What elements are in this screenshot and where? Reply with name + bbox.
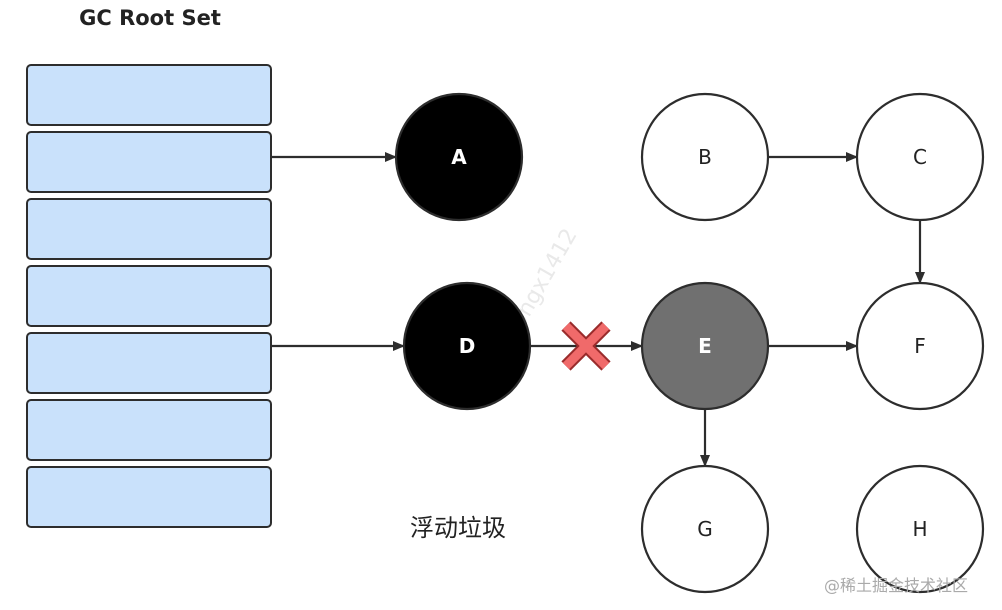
node-F-circle: [855, 281, 985, 411]
node-B-label: B: [698, 145, 712, 169]
root-cell-5: [26, 332, 272, 394]
node-G-label: G: [697, 517, 713, 541]
node-H-circle: [855, 464, 985, 594]
root-cell-3: [26, 198, 272, 260]
node-D-label: D: [459, 334, 476, 358]
root-cell-1: [26, 64, 272, 126]
node-B-circle: [640, 92, 770, 222]
node-G: G: [640, 464, 770, 594]
floating-garbage-caption: 浮动垃圾: [410, 514, 506, 542]
root-cell-6: [26, 399, 272, 461]
node-H-label: H: [912, 517, 927, 541]
nodes-layer: A B C D E F G H: [394, 92, 985, 594]
node-E-circle: [640, 281, 770, 411]
node-A: A: [394, 92, 524, 222]
node-E-label: E: [698, 334, 712, 358]
node-C-label: C: [913, 145, 927, 169]
node-D-circle: [402, 281, 532, 411]
node-A-circle: [394, 92, 524, 222]
node-C-circle: [855, 92, 985, 222]
node-H: H: [855, 464, 985, 594]
node-C: C: [855, 92, 985, 222]
root-cell-2: [26, 131, 272, 193]
edges-layer: [272, 152, 925, 467]
cut-edge-x-icon: [561, 321, 611, 371]
root-cell-4: [26, 265, 272, 327]
root-cell-7: [26, 466, 272, 528]
root-set-title: GC Root Set: [79, 6, 221, 30]
node-G-circle: [640, 464, 770, 594]
node-A-label: A: [451, 145, 467, 169]
node-D: D: [402, 281, 532, 411]
node-F-label: F: [914, 334, 926, 358]
cut-mark-layer: [561, 321, 611, 371]
gc-root-set: [26, 64, 272, 533]
watermark: @稀土掘金技术社区: [824, 576, 969, 595]
node-B: B: [640, 92, 770, 222]
node-E: E: [640, 281, 770, 411]
node-F: F: [855, 281, 985, 411]
